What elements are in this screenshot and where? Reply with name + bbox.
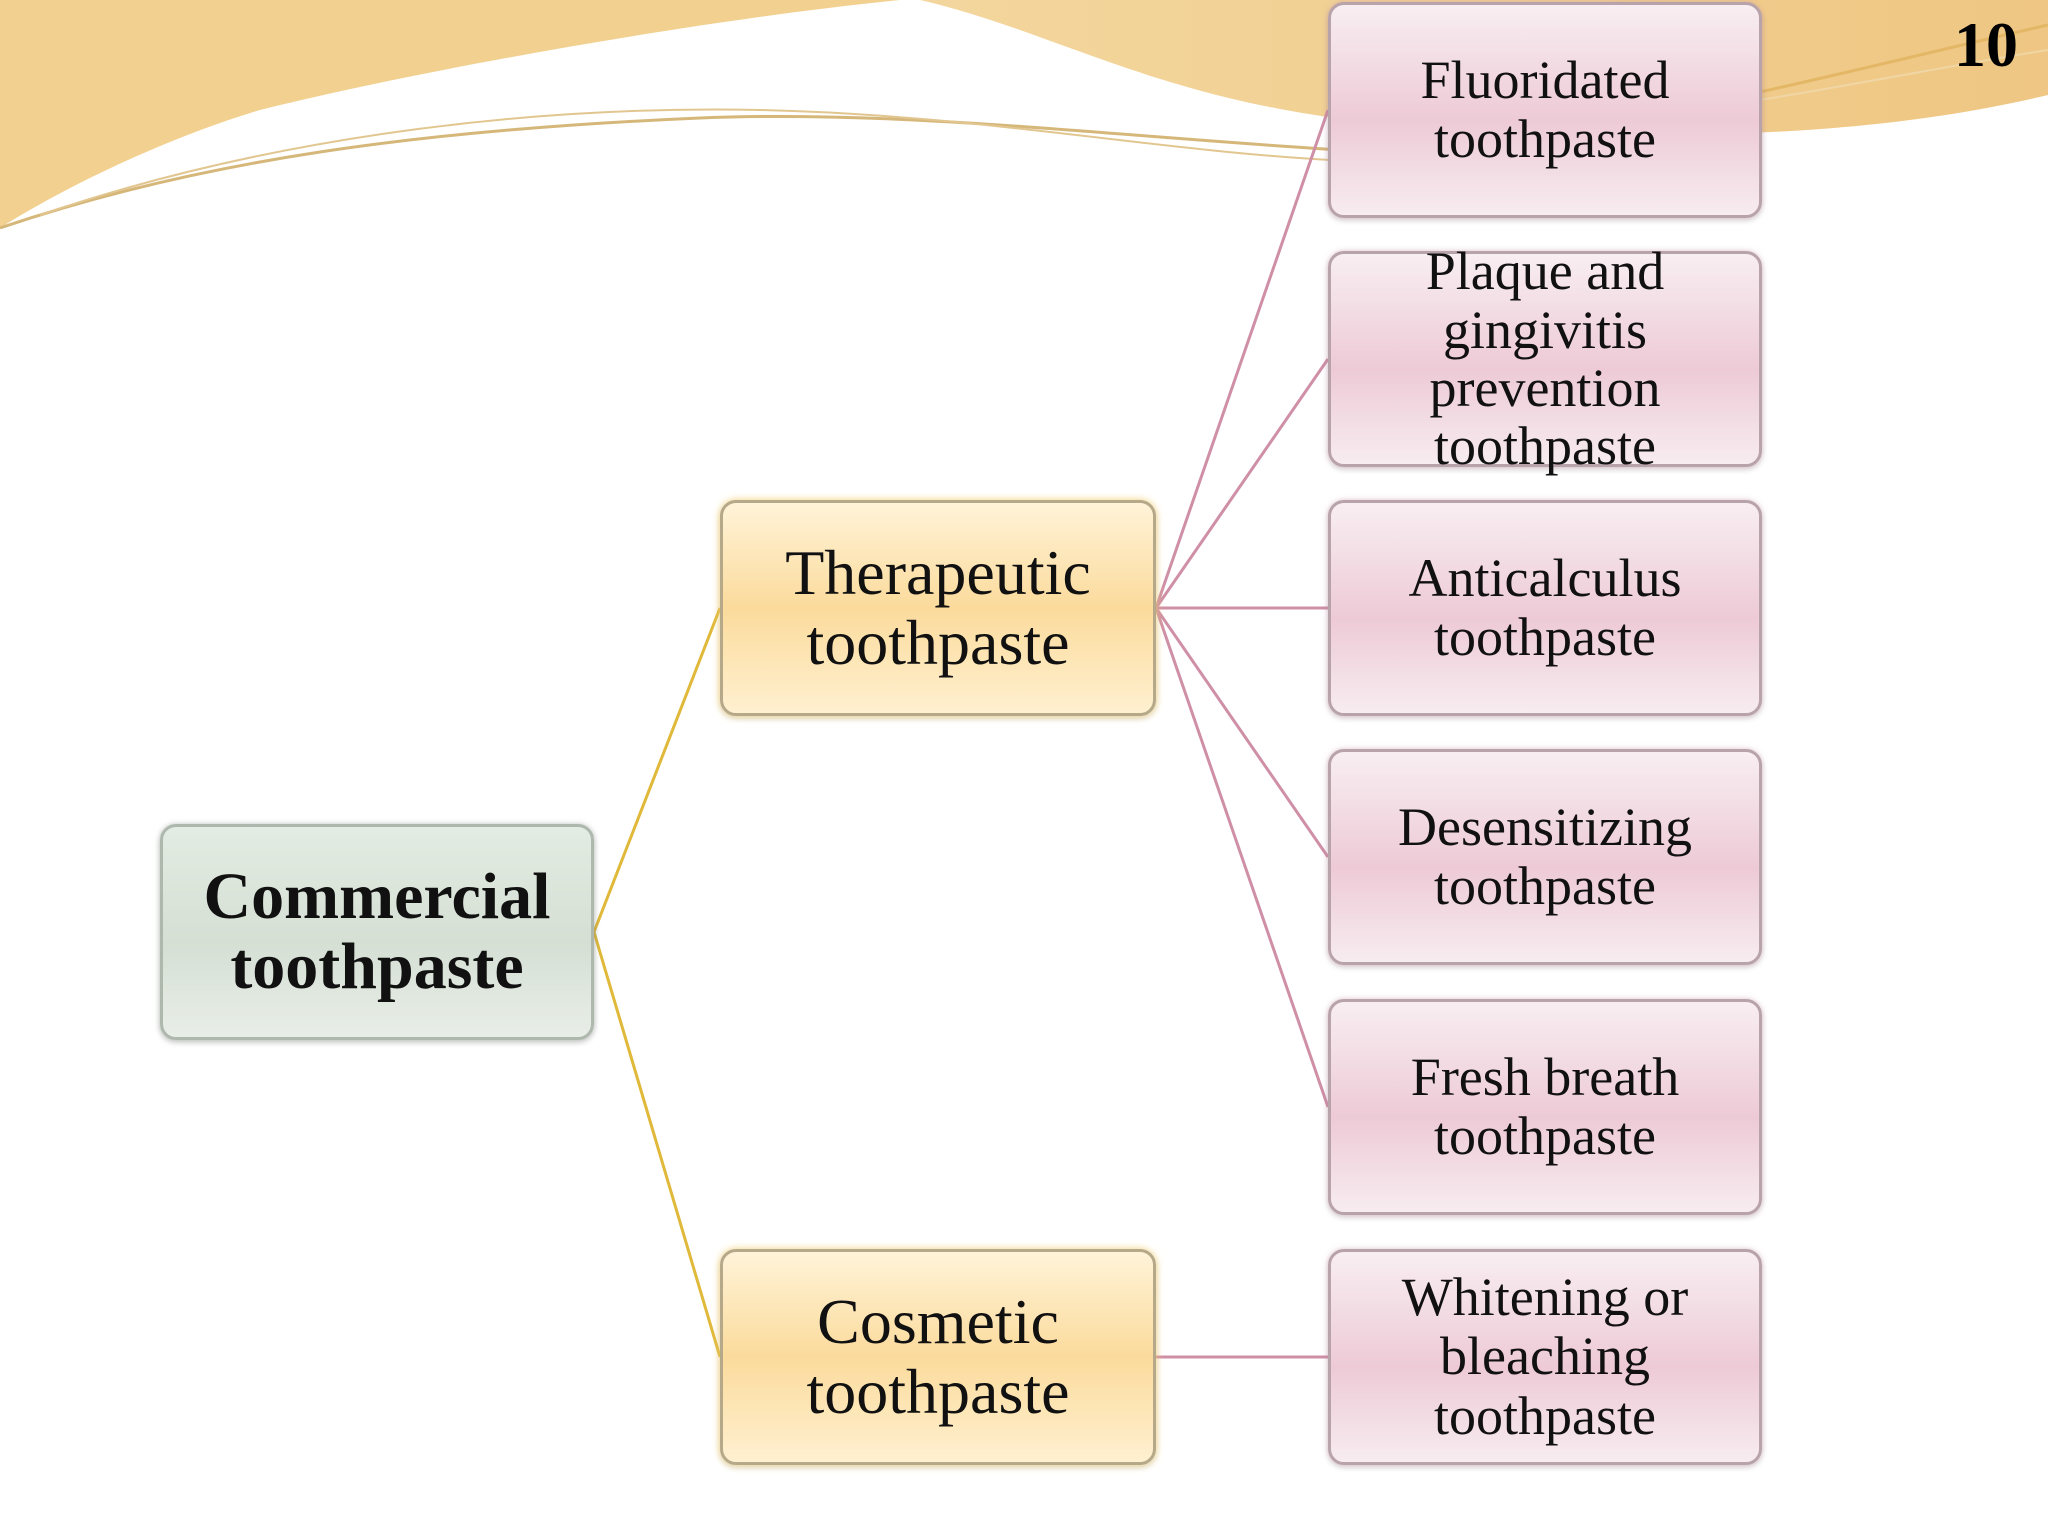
node-desensitizing-toothpaste: Desensitizing toothpaste: [1328, 749, 1762, 965]
node-anticalculus-toothpaste: Anticalculus toothpaste: [1328, 500, 1762, 716]
connector-root-therapeutic: [592, 607, 722, 933]
node-fresh-breath-toothpaste: Fresh breath toothpaste: [1328, 999, 1762, 1215]
connector-therapeutic-freshbreath: [1154, 607, 1330, 1108]
node-whitening-bleaching-toothpaste: Whitening or bleaching toothpaste: [1328, 1249, 1762, 1465]
connector-therapeutic-fluoridated: [1154, 109, 1330, 609]
node-cosmetic-toothpaste: Cosmetic toothpaste: [720, 1249, 1156, 1465]
connector-therapeutic-desensitizing: [1154, 607, 1330, 858]
node-commercial-toothpaste: Commercial toothpaste: [160, 824, 594, 1040]
connector-therapeutic-plaque: [1154, 358, 1330, 609]
connector-root-cosmetic: [592, 931, 722, 1358]
node-fluoridated-toothpaste: Fluoridated toothpaste: [1328, 2, 1762, 218]
node-therapeutic-toothpaste: Therapeutic toothpaste: [720, 500, 1156, 716]
page-number: 10: [1954, 9, 2018, 80]
node-plaque-gingivitis-toothpaste: Plaque and gingivitis prevention toothpa…: [1328, 242, 1762, 475]
